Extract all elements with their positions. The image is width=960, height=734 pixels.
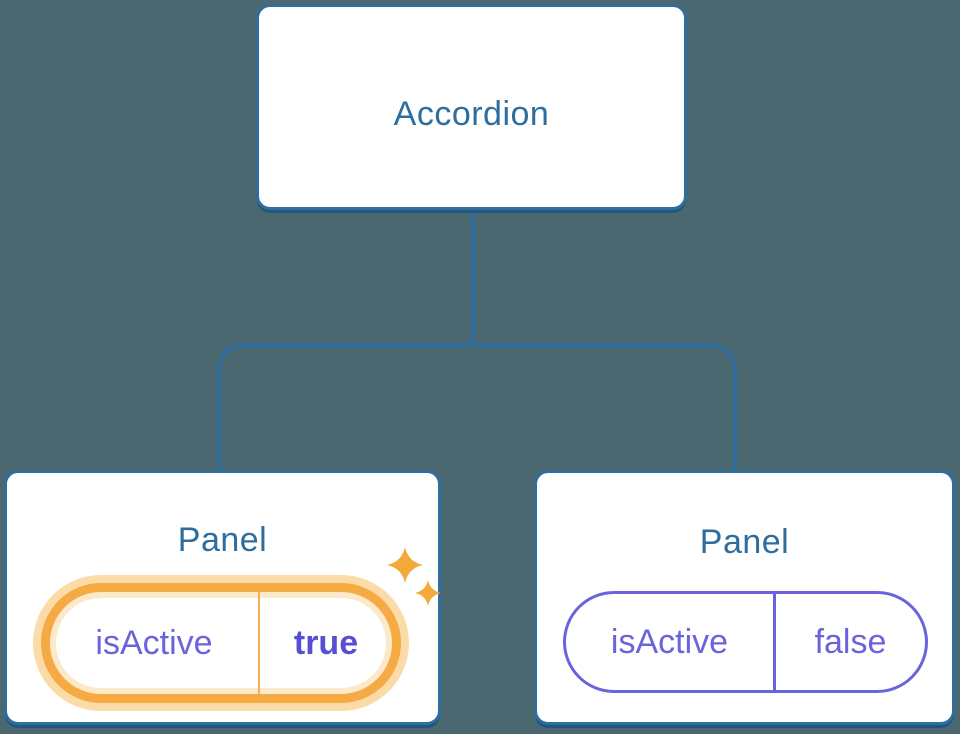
panel-node-label: Panel [177,521,268,559]
accordion-node-label: Accordion [393,95,550,133]
prop-value-label: false [814,622,887,661]
sparkles-icon [387,547,441,606]
isactive-false-pill: isActive false [563,591,928,693]
isactive-true-pill: isActive true [41,583,401,703]
prop-value-label: true [293,623,359,662]
prop-name-label: isActive [610,622,729,661]
accordion-node: Accordion [256,4,687,210]
pill-divider [258,592,260,694]
panel-node-label: Panel [699,523,790,561]
panel-node-inactive: Panel isActive false [534,470,955,725]
prop-name-label: isActive [95,623,213,662]
connector-branch [217,343,737,470]
panel-node-active: Panel isActive true [4,470,441,725]
connector-root-stem [471,210,475,345]
pill-divider [773,594,776,690]
